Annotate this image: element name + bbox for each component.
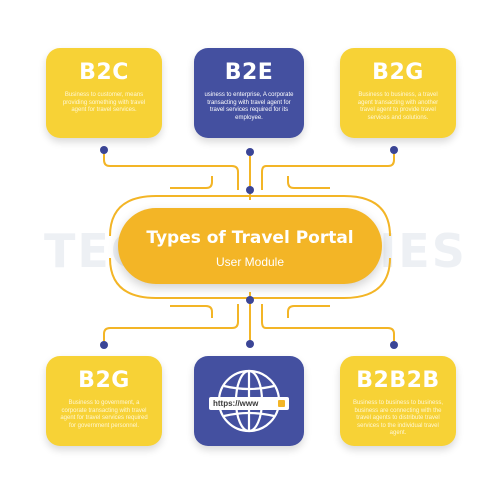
card-description: usiness to enterprise, A corporate trans…: [204, 92, 294, 121]
card-b2g: B2G Business to government, a corporate …: [46, 356, 162, 446]
connector-bottom-inner-left: [170, 305, 213, 318]
center-title: Types of Travel Portal: [146, 228, 354, 248]
cursor-icon: [278, 400, 285, 407]
card-b2g-top: B2G Business to business, a travel agent…: [340, 48, 456, 138]
connector-bottom-right: [261, 304, 395, 345]
connector-top-inner-right: [287, 176, 330, 189]
connector-dot: [390, 341, 398, 349]
connector-dot: [100, 341, 108, 349]
card-description: Business to customer, means providing so…: [62, 92, 146, 113]
card-globe: https://www: [194, 356, 304, 446]
connector-top-inner-left: [170, 176, 213, 189]
card-title: B2G: [78, 368, 130, 393]
card-b2c: B2C Business to customer, means providin…: [46, 48, 162, 138]
connector-dot: [246, 186, 254, 194]
connector-dot: [246, 296, 254, 304]
card-b2e: B2E usiness to enterprise, A corporate t…: [194, 48, 304, 138]
connector-dot: [100, 146, 108, 154]
connector-top-right: [261, 150, 395, 190]
connector-dot: [246, 148, 254, 156]
connector-bottom-left: [103, 304, 239, 345]
connector-top-left: [103, 150, 239, 190]
center-subtitle: User Module: [215, 255, 285, 269]
center-pill: Types of Travel Portal User Module: [118, 208, 382, 284]
url-bar: https://www: [209, 397, 289, 410]
connector-dot: [246, 340, 254, 348]
card-title: B2B2B: [356, 368, 440, 393]
card-title: B2E: [224, 60, 274, 85]
card-description: Business to business, a travel agent tra…: [357, 92, 439, 121]
card-description: Business to business to business, busine…: [352, 400, 444, 436]
card-description: Business to government, a corporate tran…: [60, 400, 148, 429]
card-title: B2C: [79, 60, 129, 85]
connector-dot: [390, 146, 398, 154]
connector-bottom-inner-right: [287, 305, 330, 318]
card-b2b2b: B2B2B Business to business to business, …: [340, 356, 456, 446]
card-title: B2G: [372, 60, 424, 85]
url-text: https://www: [213, 399, 259, 408]
